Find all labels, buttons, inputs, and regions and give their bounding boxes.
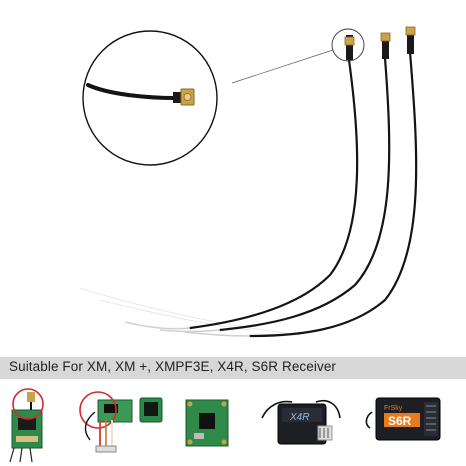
frsky-brand-label: FrSky (384, 405, 403, 412)
detail-marker-circle (331, 28, 365, 62)
thumb-s6r: FrSky S6R (365, 397, 441, 441)
thumb-xm (9, 388, 44, 463)
thumb-xmpf3e (185, 399, 229, 447)
x4r-label: X4R (289, 412, 309, 423)
antenna-cable-3 (248, 50, 418, 338)
receiver-thumbnails: X4R FrSky S6R (9, 388, 441, 463)
ufl-connectors (344, 26, 416, 60)
callout-line (231, 49, 334, 84)
caption-banner: Suitable For XM, XM +, XMPF3E, X4R, S6R … (0, 357, 466, 379)
connector-2 (382, 35, 389, 59)
connector-1 (346, 35, 353, 60)
antenna-cables (188, 50, 418, 338)
thumb-xm-plus (79, 391, 163, 453)
antenna-cable-1 (188, 58, 359, 330)
antenna-cable-2 (218, 56, 391, 332)
antenna-tips (124, 321, 251, 337)
thumb-x4r: X4R (261, 400, 341, 445)
compatibility-caption: Suitable For XM, XM +, XMPF3E, X4R, S6R … (9, 359, 337, 374)
connector-3 (407, 30, 414, 54)
magnified-connector-detail (82, 30, 218, 166)
s6r-label: S6R (388, 414, 412, 428)
